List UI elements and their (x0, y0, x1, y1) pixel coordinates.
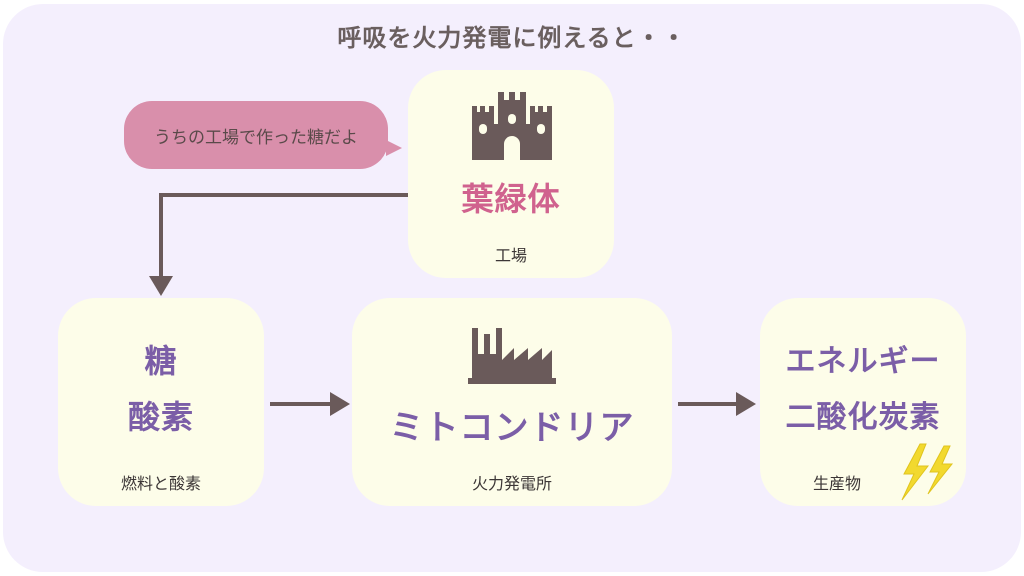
diagram-title: 呼吸を火力発電に例えると・・ (337, 24, 687, 52)
outputs-sub-label: 生産物 (812, 474, 861, 493)
inputs-card: 糖 酸素 燃料と酸素 (58, 298, 264, 506)
arrowhead-down (149, 276, 173, 296)
lightning-icon (901, 443, 954, 501)
energy-label: エネルギー (785, 344, 941, 379)
outputs-card: エネルギー 二酸化炭素 生産物 (760, 298, 966, 506)
arrowhead-right-2 (736, 392, 756, 416)
arrowhead-right-1 (330, 392, 350, 416)
chloroplast-label: 葉緑体 (461, 180, 561, 218)
inputs-sub-label: 燃料と酸素 (120, 474, 201, 493)
factory-icon (468, 328, 556, 384)
speech-bubble: うちの工場で作った糖だよ (124, 101, 388, 169)
speech-bubble-tail (386, 140, 402, 156)
mitochondria-label: ミトコンドリア (389, 408, 635, 448)
chloroplast-sub-label: 工場 (494, 246, 527, 265)
chloroplast-card: 葉緑体 工場 (408, 70, 614, 278)
carbon-dioxide-label: 二酸化炭素 (785, 400, 941, 435)
mitochondria-sub-label: 火力発電所 (471, 474, 552, 493)
castle-icon (472, 92, 552, 160)
arrow-chloroplast-to-inputs (159, 193, 408, 282)
sugar-label: 糖 (144, 342, 178, 380)
speech-bubble-text: うちの工場で作った糖だよ (154, 128, 358, 148)
oxygen-label: 酸素 (127, 398, 194, 436)
mitochondria-card: ミトコンドリア 火力発電所 (352, 298, 672, 506)
